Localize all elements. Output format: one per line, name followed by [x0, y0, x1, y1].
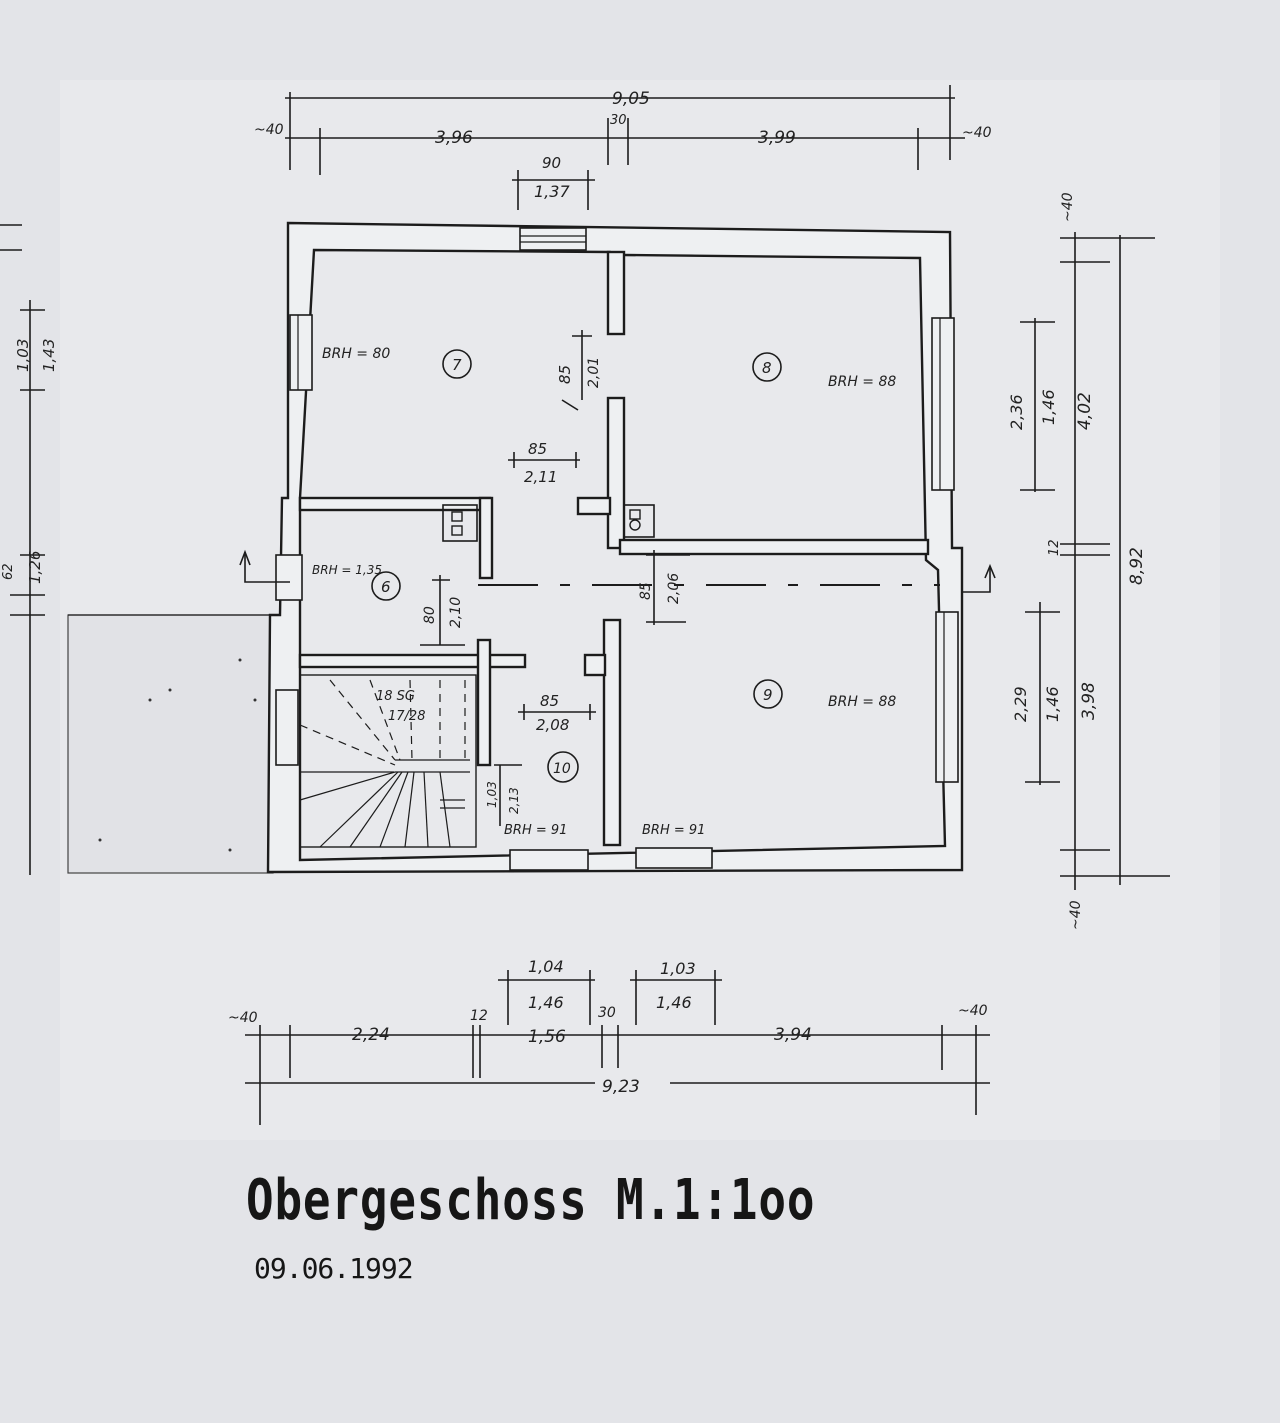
- dim-left-lower-sill: 62: [1, 563, 16, 580]
- chimney-shafts: [442, 504, 655, 542]
- dim-bottom-seg1: 2,24: [352, 1025, 390, 1045]
- dim-bottom-wall2: 30: [598, 1005, 616, 1021]
- door-7b-height: 2,11: [524, 468, 557, 486]
- dim-right-upper-room: 4,02: [1075, 392, 1095, 430]
- room-number-9: 9: [763, 686, 773, 704]
- stair-label-ratio: 17/28: [388, 709, 425, 724]
- dim-top-overall: 9,05: [612, 89, 650, 109]
- right-dimensions: [1020, 232, 1170, 890]
- dim-bottom-win2-width: 1,46: [656, 993, 692, 1012]
- interior-walls: [298, 250, 930, 847]
- dim-top-mid-wall: 30: [610, 113, 627, 128]
- drawing-title: Obergeschoss M.1:1oo: [246, 1168, 816, 1233]
- dim-left-upper-sill: 1,03: [14, 339, 32, 372]
- dim-right-lower-sill: 2,29: [1011, 686, 1030, 722]
- dim-left-upper-win: 1,43: [40, 339, 58, 372]
- section-line: [239, 549, 996, 593]
- dim-bottom-win1-sill: 1,04: [528, 957, 564, 976]
- door-9-height: 2,06: [666, 573, 682, 604]
- room-brh-9-bottom: BRH = 91: [642, 823, 705, 838]
- drawing-date: 09.06.1992: [254, 1252, 414, 1285]
- room-number-8: 8: [762, 359, 772, 377]
- room-brh-6: BRH = 1,35: [312, 563, 382, 577]
- room-brh-10: BRH = 91: [504, 823, 567, 838]
- dim-bottom-seg2: 1,56: [528, 1027, 566, 1047]
- stair-label-steps: 18 SG: [376, 689, 415, 704]
- dim-left-lower-win: 1,26: [26, 551, 44, 584]
- door-7-height: 2,01: [586, 357, 602, 388]
- room-brh-7: BRH = 80: [322, 346, 390, 362]
- door-10-sill: 85: [540, 692, 559, 710]
- door-6-sill: 80: [422, 606, 438, 624]
- left-margin-marks: [0, 224, 45, 875]
- room-number-6: 6: [381, 578, 391, 596]
- dim-top-window-width: 1,37: [534, 182, 570, 201]
- door-10b-sill: 1,03: [485, 781, 499, 808]
- dim-bottom-left-edge: ~40: [228, 1010, 258, 1026]
- dim-right-overall: 8,92: [1127, 547, 1147, 585]
- door-6-height: 2,10: [448, 597, 464, 628]
- dim-top-right-room: 3,99: [758, 128, 796, 148]
- dim-right-lower-win: 1,46: [1043, 686, 1062, 722]
- door-10-height: 2,08: [536, 716, 569, 734]
- dim-right-bottom-edge: ~40: [1068, 900, 1084, 930]
- door-7-sill: 85: [556, 365, 574, 384]
- windows: [275, 227, 959, 871]
- dim-bottom-win2-sill: 1,03: [660, 959, 696, 978]
- terrace-area: [67, 614, 275, 874]
- door-9-sill: 85: [638, 582, 654, 600]
- dim-right-lower-room: 3,98: [1079, 682, 1099, 720]
- door-marks: [420, 330, 690, 826]
- dim-top-left-room: 3,96: [435, 128, 473, 148]
- dim-bottom-win1-width: 1,46: [528, 993, 564, 1012]
- dim-top-window-sill: 90: [542, 154, 561, 172]
- staircase: [299, 674, 477, 848]
- dim-top-right-edge: ~40: [962, 125, 992, 141]
- dim-bottom-wall1: 12: [470, 1008, 488, 1024]
- dim-right-upper-win: 1,46: [1039, 389, 1058, 425]
- door-7b-sill: 85: [528, 440, 547, 458]
- room-number-7: 7: [452, 356, 462, 374]
- dim-right-mid-wall: 12: [1047, 539, 1062, 556]
- dim-bottom-right-edge: ~40: [958, 1003, 988, 1019]
- room-circles: [371, 349, 783, 783]
- top-dimensions: [285, 85, 965, 210]
- dim-right-upper-sill: 2,36: [1007, 394, 1026, 430]
- dim-bottom-seg3: 3,94: [774, 1025, 812, 1045]
- dim-right-top-edge: ~40: [1060, 192, 1076, 222]
- room-brh-8: BRH = 88: [828, 374, 896, 390]
- dim-top-left-edge: ~40: [254, 122, 284, 138]
- room-brh-9: BRH = 88: [828, 694, 896, 710]
- door-10b-height: 2,13: [507, 787, 521, 814]
- bottom-dimensions: [245, 970, 990, 1125]
- room-number-10: 10: [553, 761, 571, 777]
- dim-bottom-overall: 9,23: [602, 1077, 640, 1097]
